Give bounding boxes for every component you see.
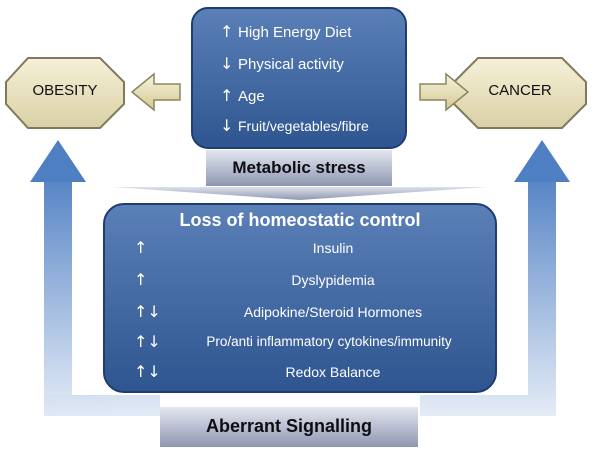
homeostasis-label-1: Dyslypidemia [291,272,375,288]
factor-arrow-3: ↓ [220,116,234,135]
cancer-label: CANCER [488,82,552,99]
metabolic-stress-label: Metabolic stress [232,158,366,177]
homeostasis-arrow-1: ↑ [134,270,148,289]
risk-factor-box [191,7,407,149]
aberrant-signalling-label: Aberrant Signalling [205,416,373,436]
right-feedback-arrow [420,140,570,416]
factor-arrow-1: ↓ [220,54,234,73]
factor-label-0: High Energy Diet [238,24,352,41]
homeostasis-title: Loss of homeostatic control [179,210,421,230]
metabolic-stress-band [206,150,392,186]
factor-label-1: Physical activity [238,56,344,73]
obesity-node [5,57,125,129]
homeostasis-arrow-2: ↑↓ [134,302,161,321]
homeostasis-label-2: Adipokine/Steroid Hormones [243,304,423,320]
factor-label-2: Age [238,88,265,105]
homeostasis-box [103,203,497,393]
factor-arrow-2: ↑ [220,86,234,105]
factor-arrow-0: ↑ [220,22,234,41]
homeostasis-label-4: Redox Balance [285,364,381,380]
left-feedback-arrow [30,140,160,416]
obesity-label: OBESITY [32,82,98,99]
homeostasis-label-3: Pro/anti inflammatory cytokines/immunity [206,334,452,349]
homeostasis-arrow-0: ↑ [134,238,148,257]
homeostasis-arrow-3: ↑↓ [134,332,161,351]
aberrant-signalling-band [160,407,418,447]
factor-label-3: Fruit/vegetables/fibre [238,118,369,134]
arrow-to-cancer [419,72,470,112]
homeostasis-label-0: Insulin [312,240,354,256]
metabolic-stress-wedge [112,187,488,200]
arrow-to-obesity [130,72,181,112]
homeostasis-arrow-4: ↑↓ [134,362,161,381]
